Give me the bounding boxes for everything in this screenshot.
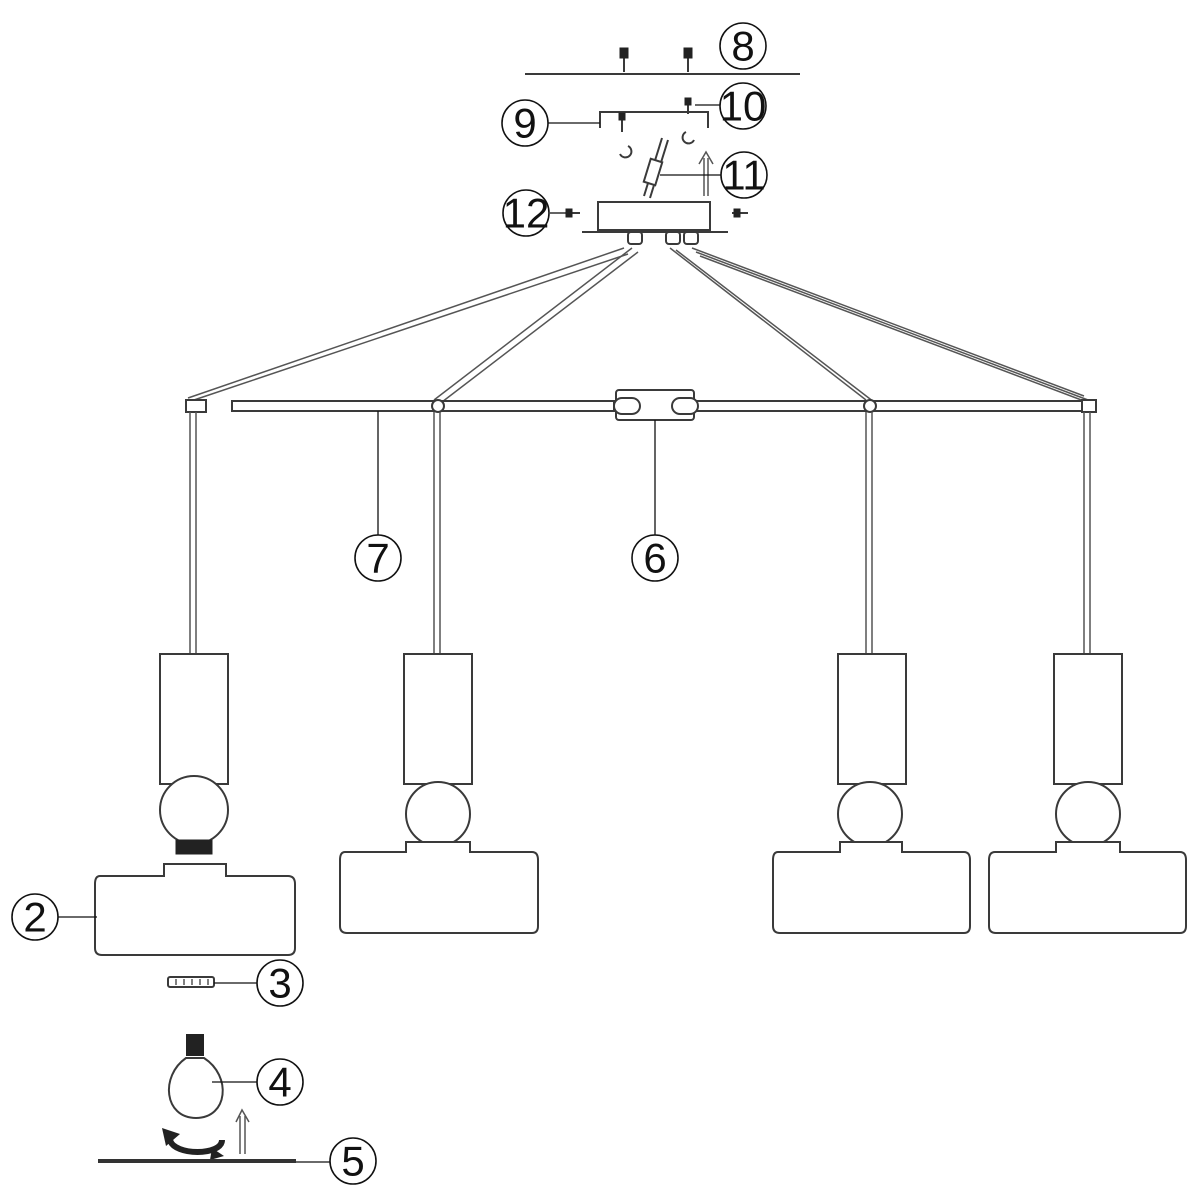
pendant-lamp-2 — [339, 653, 539, 934]
suspension-cables — [187, 247, 1093, 405]
up-arrow-icon — [698, 150, 714, 196]
rotate-arrow-icon — [162, 1128, 225, 1160]
leader-lines — [58, 104, 726, 1163]
callout-label: 10 — [720, 83, 767, 130]
ceiling-line-group — [525, 47, 800, 75]
callout-10: 10 — [719, 82, 767, 130]
bracket-screw-icon — [618, 112, 626, 132]
shade-ring — [167, 976, 215, 988]
side-screw-icon — [732, 208, 748, 218]
pendant-cords — [189, 412, 1091, 654]
callout-7: 7 — [354, 534, 402, 582]
wire-connector — [642, 137, 714, 199]
lamp-holder-1 — [159, 653, 229, 855]
bar-connector — [613, 389, 699, 421]
nut-icon — [619, 145, 633, 159]
callout-label: 6 — [643, 535, 666, 582]
bulb-base-icon — [186, 1034, 204, 1056]
nut-icon — [681, 131, 695, 145]
callout-label: 9 — [513, 100, 536, 147]
callout-2: 2 — [11, 893, 59, 941]
pendant-lamp-3 — [772, 653, 971, 934]
callout-11: 11 — [720, 151, 768, 199]
callout-label: 8 — [731, 23, 754, 70]
lampshade — [94, 863, 296, 956]
callout-label: 4 — [268, 1059, 291, 1106]
side-screw-icon — [565, 208, 580, 218]
ceiling-screw-icon — [619, 47, 629, 72]
cross-bar — [185, 389, 1097, 421]
bracket-screw-icon — [684, 97, 692, 114]
callout-6: 6 — [631, 534, 679, 582]
mounting-bracket — [599, 97, 709, 159]
pendant-lamp-4 — [988, 653, 1187, 934]
canopy — [565, 201, 748, 245]
callout-5: 5 — [329, 1137, 377, 1185]
callout-label: 12 — [503, 190, 550, 237]
callout-label: 11 — [722, 152, 766, 199]
light-bulb-icon — [167, 1034, 224, 1120]
callout-label: 2 — [23, 894, 46, 941]
callout-3: 3 — [256, 959, 304, 1007]
callout-label: 5 — [341, 1138, 364, 1185]
ceiling-screw-icon — [683, 47, 693, 72]
callout-4: 4 — [256, 1058, 304, 1106]
callout-9: 9 — [501, 99, 549, 147]
callout-12: 12 — [502, 189, 550, 237]
callout-label: 3 — [268, 960, 291, 1007]
socket-thread-icon — [175, 839, 213, 855]
up-arrow-icon — [235, 1108, 250, 1154]
callout-8: 8 — [719, 22, 767, 70]
callout-label: 7 — [366, 535, 389, 582]
